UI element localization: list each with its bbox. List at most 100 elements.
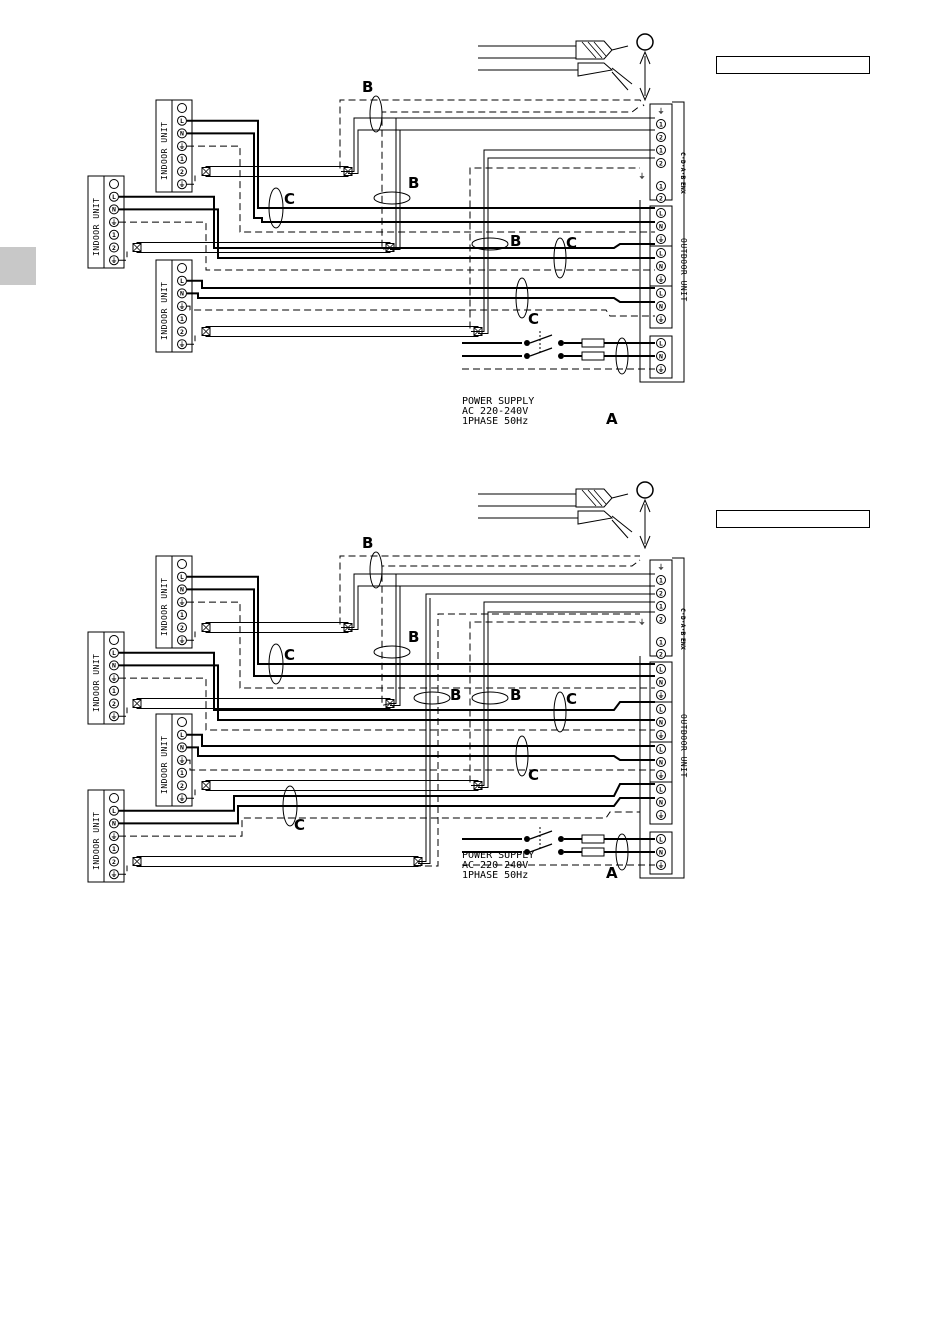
diagram-2-outdoor-unit-comm-earth: ⏚ <box>658 563 665 571</box>
diagram-2-indoor-unit-2-terminal-6 <box>109 711 119 722</box>
diagram-1-earth-detail-sheath2 <box>577 62 614 77</box>
diagram-2-indoor-earth-1 <box>119 707 128 717</box>
power-wire <box>119 783 655 812</box>
diagram-1-indoor-unit-3-terminal-5 <box>177 326 187 337</box>
diagram-2-earth-detail-sheath2 <box>577 510 614 525</box>
signal-wire <box>348 117 655 172</box>
diagram-1-indoor-unit-2-title: INDOOR UNIT <box>92 198 101 256</box>
diagram-2-indoor-unit-4-terminal-5-label: 2 <box>112 858 116 866</box>
diagram-2-indoor-unit-2-terminal-2 <box>109 660 119 671</box>
earth-wire <box>381 559 641 707</box>
diagram-2-indoor-unit-3-terminal-5-label: 2 <box>180 782 184 790</box>
diagram-2-cable-3 <box>205 780 479 791</box>
cable-bundle-marker <box>268 643 284 685</box>
diagram-1-indoor-unit-3-terminal-4 <box>177 313 187 324</box>
diagram-2-indoor-unit-2-terminal-3-label: ⏚ <box>111 674 118 682</box>
diagram-1-earth-detail-ring-lug <box>636 33 654 51</box>
diagram-2-earth-detail-lead2 <box>611 515 633 533</box>
diagram-2-indoor-unit-1-terminal-6-label: ⏚ <box>179 637 186 645</box>
signal-wire <box>348 573 655 628</box>
diagram-1-earth-detail-arrow-up <box>639 50 651 65</box>
diagram-2-indoor-unit-4-title: INDOOR UNIT <box>92 812 101 870</box>
diagram-2-power-supply-label-a: A <box>606 864 618 882</box>
power-wire <box>187 132 655 223</box>
diagram-2-indoor-unit-2-terminal-6-label: ⏚ <box>111 713 118 721</box>
diagram-1-outdoor-unit-comm-terminal-2 <box>656 132 666 142</box>
diagram-1-outdoor-unit-comm-terminal-4-label: 2 <box>659 159 663 167</box>
diagram-2-indoor-unit-2-terminal-1 <box>109 647 119 658</box>
diagram-1-outdoor-unit-group-0-terminal-2 <box>656 234 666 244</box>
cable-label-b: B <box>510 232 521 250</box>
earth-wire <box>469 621 640 786</box>
diagram-2-outdoor-unit-group-3-terminal-1 <box>656 797 666 807</box>
diagram-2-mid-earth: ⏚ <box>639 618 646 626</box>
diagram-2-indoor-unit-3-terminal-2 <box>177 742 187 753</box>
diagram-2-indoor-unit-4-terminal-6-label: ⏚ <box>111 871 118 879</box>
diagram-2-indoor-unit-3-terminal-4-label: 1 <box>180 769 184 777</box>
diagram-2-outdoor-unit-comm-terminal-3-label: 1 <box>659 602 663 610</box>
cable-label-c: C <box>284 190 295 208</box>
diagram-1-outdoor-unit-comm-terminal-1 <box>656 119 666 129</box>
diagram-2-indoor-earth-2 <box>187 789 196 799</box>
diagram-2-outdoor-unit-group-1-terminal-0-label: L <box>659 705 663 713</box>
diagram-1-outdoor-unit-group-0-terminal-2-label: ⏚ <box>658 235 665 243</box>
diagram-2-indoor-unit-1-terminal-0 <box>177 559 187 569</box>
diagram-2-power-supply-text-2: 1PHASE 50Hz <box>462 870 528 881</box>
diagram-2-label-box <box>716 510 870 528</box>
diagram-2-outdoor-unit-group-2-terminal-1-label: N <box>659 758 663 766</box>
diagram-1-outdoor-unit-group-1-terminal-0 <box>656 248 666 258</box>
diagram-1-indoor-unit-3-title: INDOOR UNIT <box>160 282 169 340</box>
diagram-1-indoor-unit-2-terminal-5-label: 2 <box>112 244 116 252</box>
diagram-2-outdoor-unit-group-3-terminal-1-label: N <box>659 798 663 806</box>
diagram-2-indoor-unit-4-terminal-3 <box>109 831 119 842</box>
diagram-1-indoor-unit-1-terminal-4 <box>177 153 187 164</box>
cable-bundle-marker <box>369 551 383 589</box>
diagram-2-earth-detail-arrow-down <box>639 535 651 550</box>
cable-bundle-marker <box>369 95 383 133</box>
diagram-1-cable-1 <box>205 166 349 177</box>
diagram-2-outdoor-unit-comm-terminal-2-label: 2 <box>659 589 663 597</box>
cable-bundle-marker <box>515 735 529 777</box>
diagram-2-outdoor-unit-frame <box>639 557 685 879</box>
diagram-1-indoor-unit-3-terminal-1-label: L <box>180 277 184 285</box>
diagram-1-indoor-unit-3-terminal-6 <box>177 339 187 350</box>
diagram-2-indoor-unit-3-title: INDOOR UNIT <box>160 736 169 794</box>
diagram-2-indoor-unit-1-terminal-1-label: L <box>180 573 184 581</box>
diagram-1-outdoor-unit-group-2-terminal-2-label: ⏚ <box>658 315 665 323</box>
diagram-1-power-supply-switch-dot-a0 <box>524 340 530 346</box>
earth-wire <box>415 613 640 867</box>
diagram-2-indoor-unit-2-terminal-5-label: 2 <box>112 700 116 708</box>
diagram-1-power-supply-switch-dot-b0 <box>558 340 564 346</box>
diagram-2-indoor-unit-2-terminal-3 <box>109 673 119 684</box>
diagram-1-indoor-unit-3-terminal-2-label: N <box>180 290 184 298</box>
diagram-2-indoor-unit-3-terminal-4 <box>177 767 187 778</box>
cable-label-b: B <box>408 628 419 646</box>
diagram-1-earth-detail-braid <box>581 41 607 59</box>
diagram-1-indoor-unit-3 <box>155 259 193 353</box>
diagram-2-indoor-unit-3-terminal-5 <box>177 780 187 791</box>
diagram-2-outdoor-unit-group-1-terminal-0 <box>656 704 666 714</box>
diagram-1-indoor-unit-1-title: INDOOR UNIT <box>160 122 169 180</box>
power-wire <box>119 208 655 259</box>
diagram-2-indoor-unit-3-terminal-1-label: L <box>180 731 184 739</box>
power-wire <box>187 292 655 303</box>
diagram-1-indoor-unit-2-terminal-6-label: ⏚ <box>111 257 118 265</box>
diagram-2-power-supply-switch-arm0 <box>529 830 553 840</box>
diagram-1-power-supply-bundle-a <box>615 337 629 375</box>
diagram-1-power-supply-label-a: A <box>606 410 618 428</box>
cable-bundle-marker <box>373 191 411 205</box>
diagram-2-indoor-unit-1-terminal-6 <box>177 635 187 646</box>
diagram-2-outdoor-unit-group-0-terminal-0-label: L <box>659 665 663 673</box>
diagram-2-indoor-unit-2-terminal-5 <box>109 698 119 709</box>
diagram-2-cable-2-end-left-cross <box>132 699 142 708</box>
signal-wire <box>478 149 655 332</box>
diagram-1-outdoor-unit-comm-terminal-6 <box>656 181 666 191</box>
diagram-2-indoor-unit-1-terminal-2-label: N <box>180 586 184 594</box>
diagram-1-indoor-unit-3-terminal-5-label: 2 <box>180 328 184 336</box>
earth-wire <box>339 99 645 172</box>
diagram-2-earth-detail-arrow-up <box>639 498 651 513</box>
diagram-1-outdoor-unit-comm-terminal-6-label: 1 <box>659 182 663 190</box>
cable-label-b: B <box>362 78 373 96</box>
diagram-1-indoor-unit-2-terminal-5 <box>109 242 119 253</box>
diagram-1-power-supply-text-0: POWER SUPPLY <box>462 396 534 407</box>
